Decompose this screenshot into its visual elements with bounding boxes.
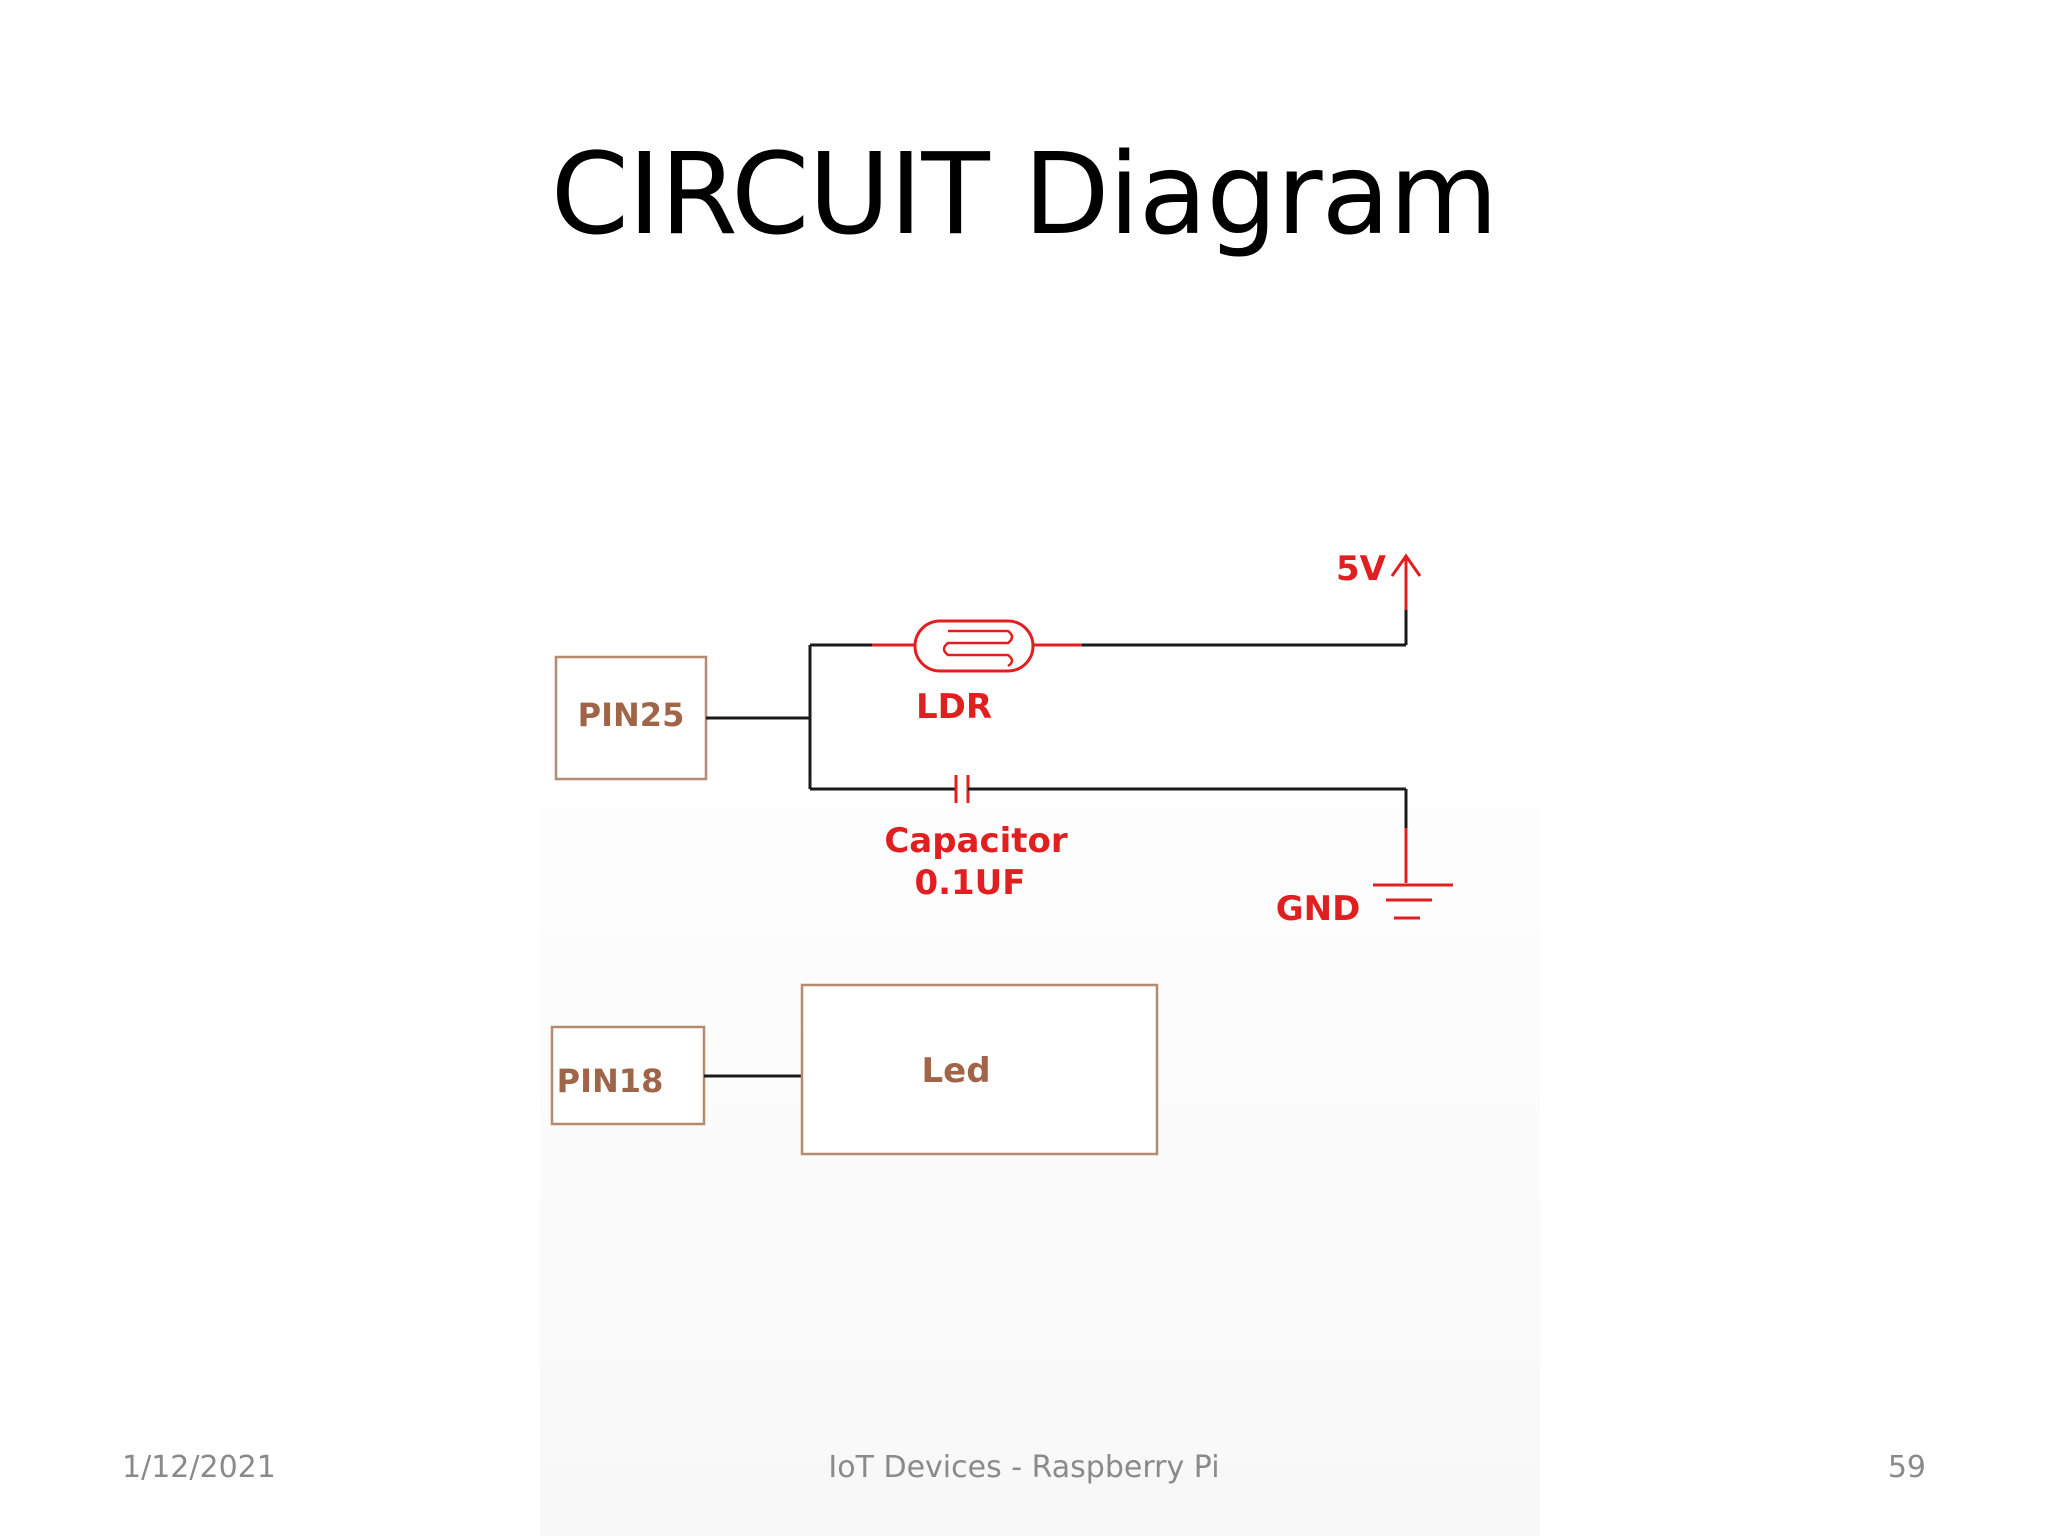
led-label: Led [921,1051,990,1091]
pin18-label: PIN18 [557,1062,664,1100]
pin18-box [550,1025,706,1126]
vcc-label: 5V [1336,549,1387,589]
capacitor-label: Capacitor [884,821,1068,861]
slide-title: CIRCUIT Diagram [550,130,1499,260]
footer-title: IoT Devices - Raspberry Pi [828,1450,1220,1485]
led-box [800,983,1159,1156]
footer-date: 1/12/2021 [122,1450,276,1485]
vcc-arrow-icon [1390,553,1422,577]
capacitor-value-label: 0.1UF [914,863,1025,903]
pin25-box [554,655,708,781]
gnd-label: GND [1276,889,1361,929]
diagram-background [540,370,1540,1536]
footer-page-number: 59 [1887,1450,1926,1485]
pin25-label: PIN25 [578,696,685,734]
ground-icon [1373,883,1453,920]
ldr-label: LDR [916,687,992,727]
ldr-symbol [913,619,1035,673]
capacitor-symbol [954,775,970,803]
